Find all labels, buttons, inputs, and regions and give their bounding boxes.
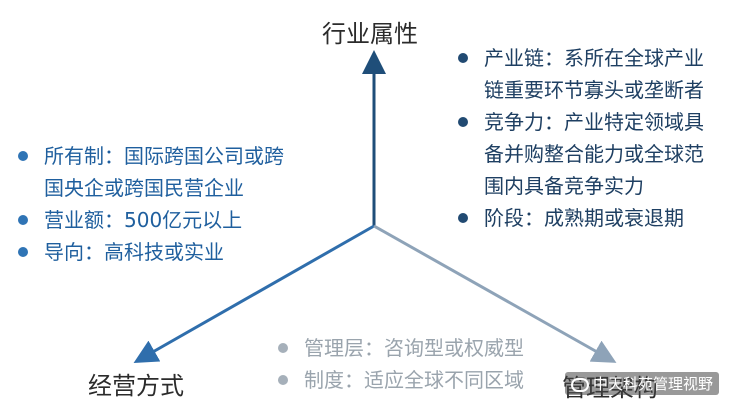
bullet-icon [458, 117, 468, 127]
item-line: 产业链：系所在全球产业 [484, 46, 704, 70]
axis-title-left: 经营方式 [88, 372, 184, 400]
management-structure-list: 管理层：咨询型或权威型 制度：适应全球不同区域 [278, 332, 524, 396]
bullet-icon [18, 247, 28, 257]
item-line: 制度：适应全球不同区域 [304, 368, 524, 392]
watermark-text: 中天科苑管理视野 [593, 375, 714, 393]
item-line: 围内具备竞争实力 [484, 174, 644, 198]
operating-mode-list: 所有制：国际跨国公司或跨 国央企或跨国民营企业 营业额：500亿元以上 导向：高… [18, 140, 284, 268]
bullet-icon [278, 375, 288, 385]
list-item: 管理层：咨询型或权威型 [278, 332, 524, 364]
wechat-icon [571, 377, 589, 392]
bullet-icon [18, 215, 28, 225]
list-item: 所有制：国际跨国公司或跨 国央企或跨国民营企业 [18, 140, 284, 204]
axis-title-top: 行业属性 [322, 20, 418, 48]
item-line: 管理层：咨询型或权威型 [304, 336, 524, 360]
list-item: 制度：适应全球不同区域 [278, 364, 524, 396]
item-line: 导向：高科技或实业 [44, 240, 224, 264]
right-arrow [373, 224, 617, 363]
list-item: 竞争力：产业特定领域具 备并购整合能力或全球范 围内具备竞争实力 [458, 106, 704, 202]
watermark: 中天科苑管理视野 [565, 372, 720, 395]
item-line: 营业额：500亿元以上 [44, 208, 243, 232]
industry-attributes-list: 产业链：系所在全球产业 链重要环节寡头或垄断者 竞争力：产业特定领域具 备并购整… [458, 42, 704, 234]
item-line: 链重要环节寡头或垄断者 [484, 78, 704, 102]
bullet-icon [278, 343, 288, 353]
bullet-icon [18, 151, 28, 161]
list-item: 阶段：成熟期或衰退期 [458, 202, 704, 234]
list-item: 导向：高科技或实业 [18, 236, 284, 268]
bullet-icon [458, 53, 468, 63]
item-line: 所有制：国际跨国公司或跨 [44, 144, 284, 168]
item-line: 国央企或跨国民营企业 [44, 176, 244, 200]
left-arrow [133, 224, 375, 363]
bullet-icon [458, 213, 468, 223]
item-line: 备并购整合能力或全球范 [484, 142, 704, 166]
item-line: 阶段：成熟期或衰退期 [484, 206, 684, 230]
list-item: 产业链：系所在全球产业 链重要环节寡头或垄断者 [458, 42, 704, 106]
item-line: 竞争力：产业特定领域具 [484, 110, 704, 134]
list-item: 营业额：500亿元以上 [18, 204, 284, 236]
